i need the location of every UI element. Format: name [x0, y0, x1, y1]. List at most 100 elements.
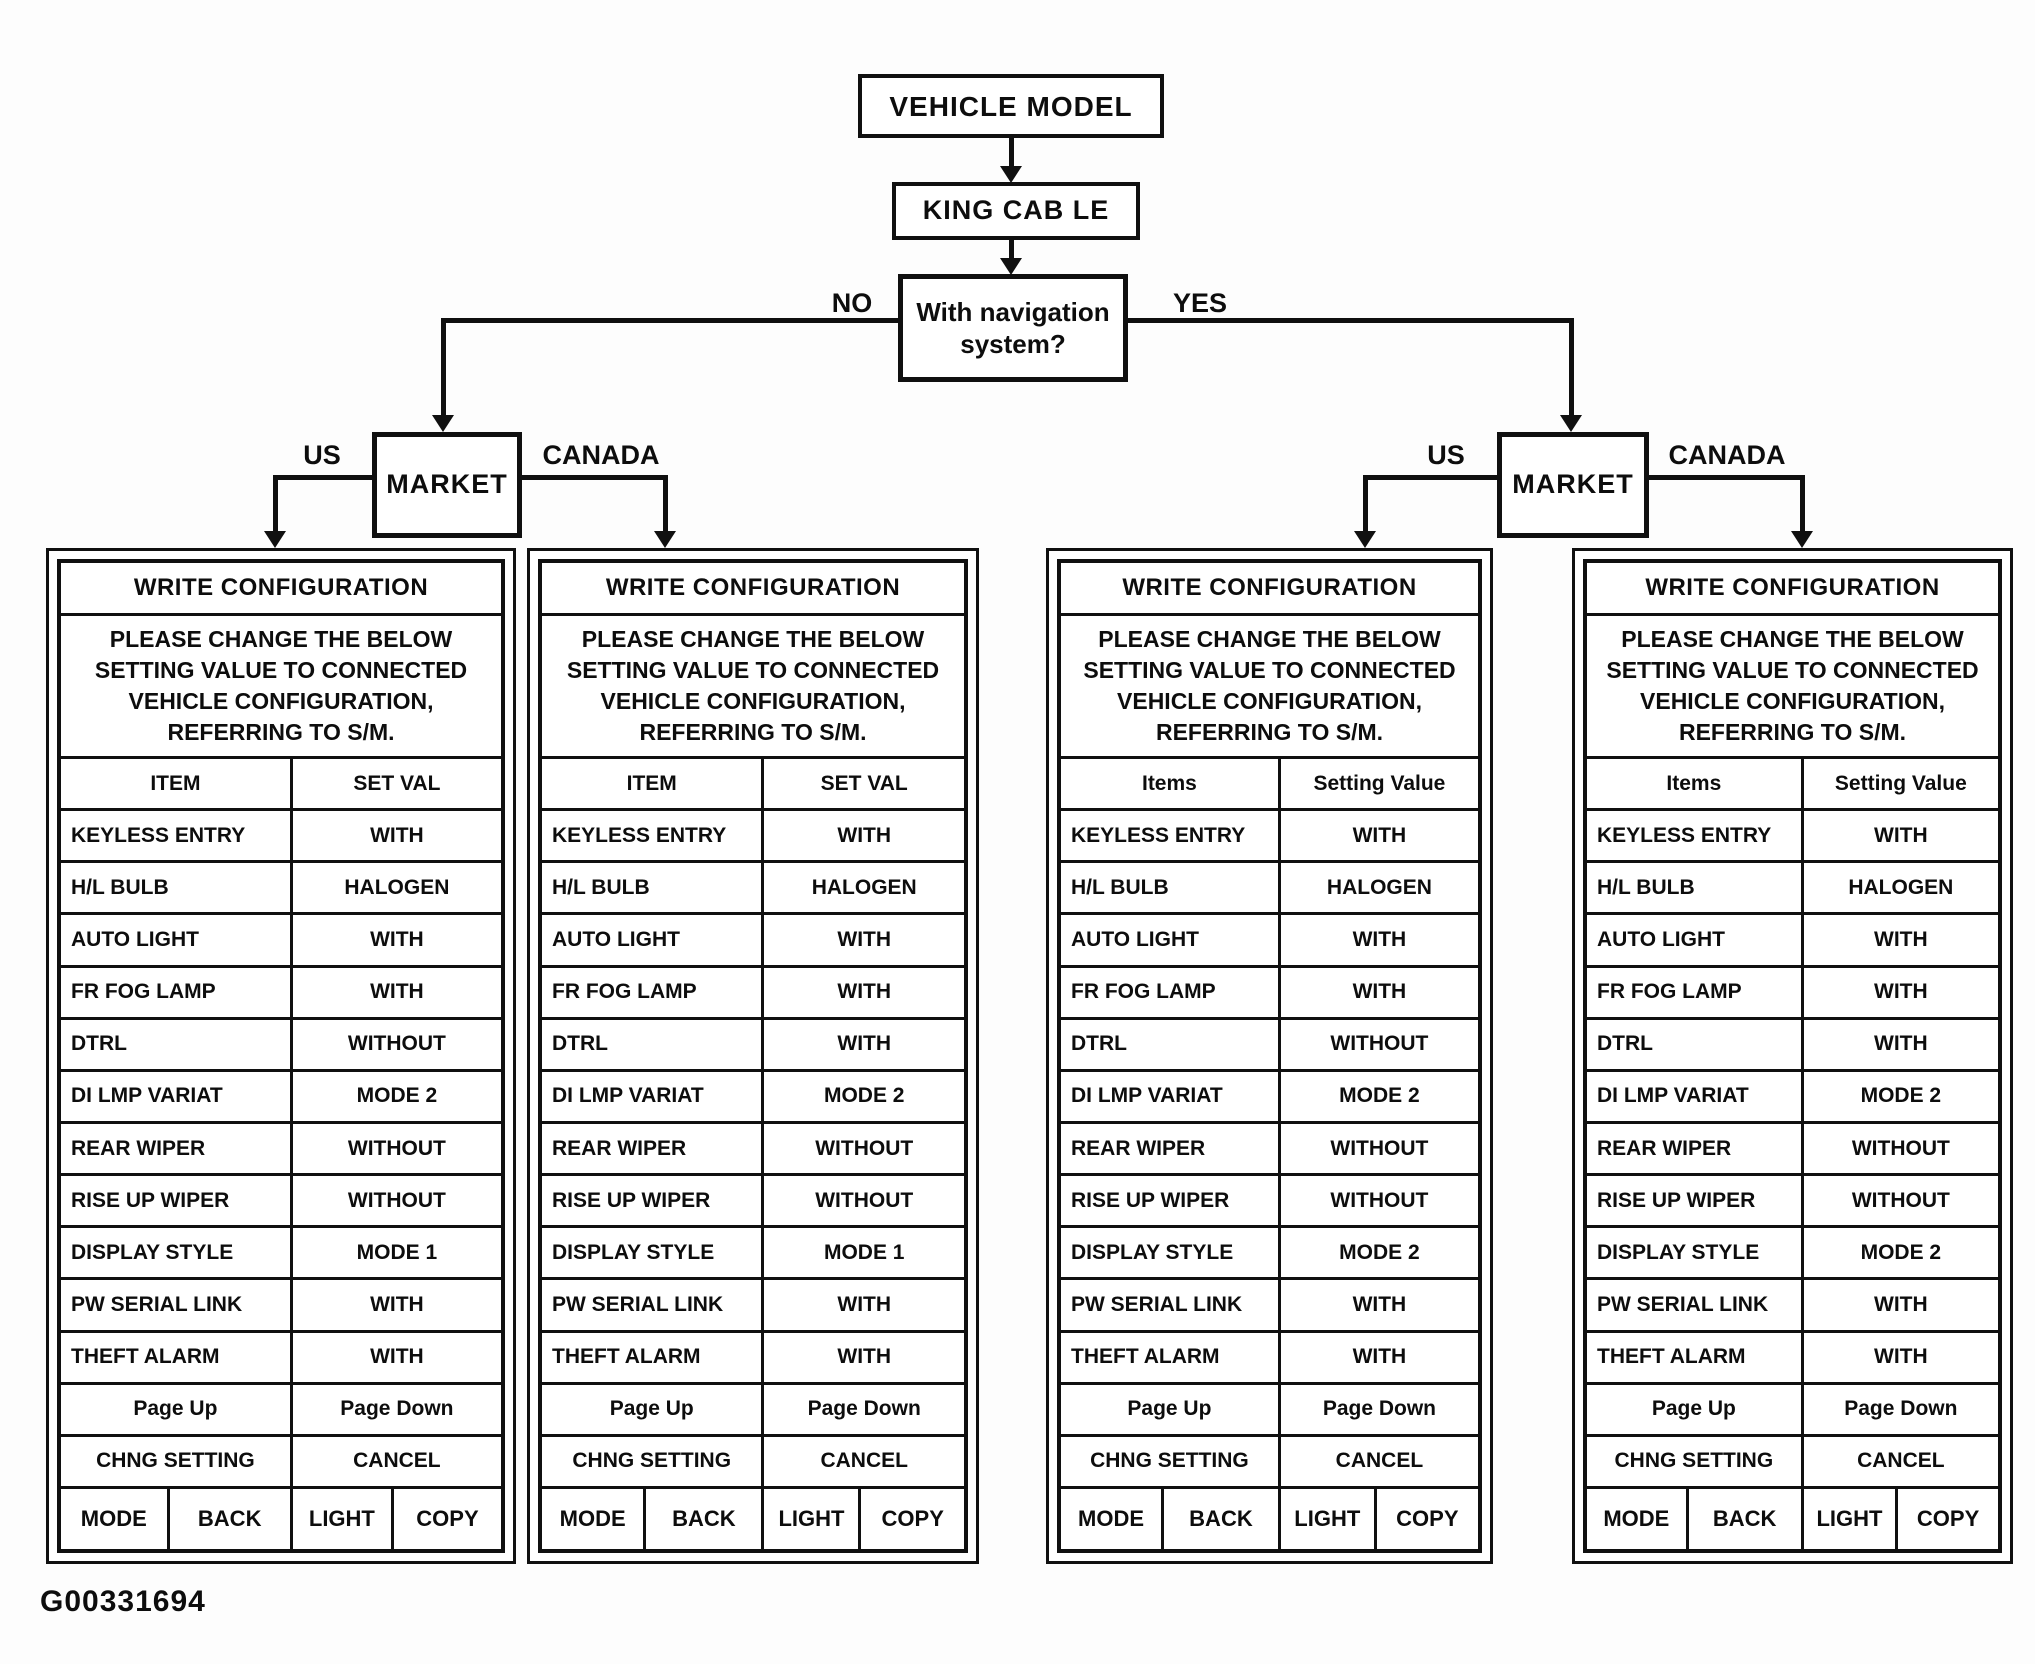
- table-row: DI LMP VARIAT MODE 2: [542, 1071, 964, 1124]
- setting-item-value: WITH: [1277, 915, 1478, 965]
- setting-item-label: FR FOG LAMP: [552, 980, 697, 1004]
- canada-branch-label-right: CANADA: [1668, 440, 1786, 470]
- chng-setting-button[interactable]: CHNG SETTING: [1614, 1449, 1774, 1473]
- cancel-button[interactable]: CANCEL: [1800, 1436, 1998, 1486]
- chng-setting-button[interactable]: CHNG SETTING: [1090, 1449, 1249, 1473]
- setting-item-value: MODE 2: [1277, 1071, 1478, 1121]
- copy-button[interactable]: COPY: [858, 1488, 964, 1549]
- cancel-button[interactable]: CANCEL: [761, 1436, 964, 1486]
- page-down-button[interactable]: Page Down: [761, 1384, 964, 1434]
- setting-item-value: MODE 2: [1800, 1071, 1998, 1121]
- setting-item-label: REAR WIPER: [71, 1136, 206, 1160]
- connector-left-canada-h: [522, 475, 668, 480]
- mode-button[interactable]: MODE: [80, 1505, 147, 1531]
- page-down-button[interactable]: Page Down: [1800, 1384, 1998, 1434]
- page-up-button[interactable]: Page Up: [1651, 1397, 1736, 1421]
- light-button[interactable]: LIGHT: [289, 1488, 391, 1549]
- table-row: DTRL WITHOUT: [1061, 1019, 1478, 1072]
- connector-right-us-h: [1363, 475, 1497, 480]
- setting-item-value: WITHOUT: [1277, 1019, 1478, 1069]
- page-up-button[interactable]: Page Up: [609, 1397, 694, 1421]
- column-header-item: Items: [1666, 771, 1722, 795]
- copy-button[interactable]: COPY: [1895, 1488, 1998, 1549]
- table-row: FR FOG LAMP WITH: [61, 967, 501, 1020]
- chng-setting-button[interactable]: CHNG SETTING: [572, 1449, 732, 1473]
- mode-button[interactable]: MODE: [1603, 1505, 1670, 1531]
- column-header-item: Items: [1141, 771, 1197, 795]
- setting-item-label: REAR WIPER: [1071, 1136, 1206, 1160]
- setting-item-value: WITHOUT: [761, 1176, 964, 1226]
- setting-item-label: KEYLESS ENTRY: [552, 823, 727, 847]
- setting-item-label: RISE UP WIPER: [1071, 1188, 1230, 1212]
- panel-nav-canada: WRITE CONFIGURATION PLEASE CHANGE THE BE…: [1572, 548, 2013, 1564]
- page-down-button[interactable]: Page Down: [289, 1384, 501, 1434]
- table-row: DI LMP VARIAT MODE 2: [61, 1071, 501, 1124]
- table-row: KEYLESS ENTRY WITH: [1061, 811, 1478, 864]
- setting-item-value: MODE 2: [761, 1071, 964, 1121]
- setting-item-label: DI LMP VARIAT: [1597, 1084, 1749, 1108]
- back-button[interactable]: BACK: [166, 1488, 290, 1549]
- table-row: PW SERIAL LINK WITH: [61, 1280, 501, 1333]
- mode-button[interactable]: MODE: [1078, 1505, 1145, 1531]
- page-up-button[interactable]: Page Up: [1127, 1397, 1212, 1421]
- table-header-row: Items Setting Value: [1587, 759, 1998, 812]
- setting-item-value: WITHOUT: [1800, 1123, 1998, 1174]
- setting-item-label: FR FOG LAMP: [1597, 980, 1742, 1004]
- light-button[interactable]: LIGHT: [761, 1488, 858, 1549]
- connector-yes-h: [1128, 318, 1574, 323]
- arrow-down-icon: [654, 531, 676, 548]
- setting-item-label: H/L BULB: [1597, 875, 1695, 899]
- setting-item-value: WITH: [1277, 811, 1478, 861]
- table-header-row: ITEM SET VAL: [542, 759, 964, 812]
- cancel-button[interactable]: CANCEL: [289, 1436, 501, 1486]
- light-button[interactable]: LIGHT: [1800, 1488, 1896, 1549]
- setting-item-label: DISPLAY STYLE: [71, 1240, 234, 1264]
- pager-row: Page Up Page Down: [1061, 1384, 1478, 1437]
- copy-button[interactable]: COPY: [390, 1488, 501, 1549]
- table-row: AUTO LIGHT WITH: [1061, 915, 1478, 968]
- panel-no-nav-us: WRITE CONFIGURATION PLEASE CHANGE THE BE…: [46, 548, 516, 1564]
- copy-button[interactable]: COPY: [1373, 1488, 1478, 1549]
- table-row: H/L BULB HALOGEN: [61, 863, 501, 916]
- figure-id-label: G00331694: [40, 1585, 206, 1618]
- setting-item-value: WITH: [289, 915, 501, 965]
- setting-item-value: WITH: [761, 967, 964, 1017]
- setting-item-value: HALOGEN: [1277, 863, 1478, 913]
- setting-item-value: WITHOUT: [289, 1123, 501, 1174]
- setting-item-value: WITH: [1800, 967, 1998, 1017]
- column-header-item: ITEM: [626, 771, 677, 795]
- page-up-button[interactable]: Page Up: [133, 1397, 218, 1421]
- light-button[interactable]: LIGHT: [1277, 1488, 1374, 1549]
- setting-item-value: WITH: [1800, 1280, 1998, 1330]
- panel-title: WRITE CONFIGURATION: [1061, 563, 1478, 616]
- panel-title: WRITE CONFIGURATION: [61, 563, 501, 616]
- chng-setting-button[interactable]: CHNG SETTING: [96, 1449, 255, 1473]
- back-button[interactable]: BACK: [1161, 1488, 1278, 1549]
- us-branch-label-right: US: [1427, 440, 1465, 470]
- arrow-down-icon: [1000, 166, 1022, 183]
- setting-item-label: AUTO LIGHT: [1071, 927, 1199, 951]
- back-button[interactable]: BACK: [643, 1488, 761, 1549]
- column-header-value: SET VAL: [289, 759, 501, 809]
- setting-item-label: THEFT ALARM: [1597, 1345, 1746, 1369]
- cancel-button[interactable]: CANCEL: [1277, 1436, 1478, 1486]
- us-branch-label-left: US: [303, 440, 341, 470]
- setting-item-value: WITHOUT: [761, 1123, 964, 1174]
- setting-item-value: WITH: [1277, 967, 1478, 1017]
- table-row: REAR WIPER WITHOUT: [61, 1123, 501, 1177]
- table-header-row: ITEM SET VAL: [61, 759, 501, 812]
- arrow-down-icon: [1000, 258, 1022, 275]
- table-row: H/L BULB HALOGEN: [1587, 863, 1998, 916]
- mode-button[interactable]: MODE: [559, 1505, 626, 1531]
- setting-item-value: WITH: [1800, 811, 1998, 861]
- page-down-button[interactable]: Page Down: [1277, 1384, 1478, 1434]
- market-box-left: MARKET: [372, 432, 522, 538]
- back-button[interactable]: BACK: [1685, 1488, 1801, 1549]
- table-row: DISPLAY STYLE MODE 2: [1061, 1228, 1478, 1281]
- panel-title: WRITE CONFIGURATION: [542, 563, 964, 616]
- setting-item-value: WITH: [289, 1332, 501, 1382]
- table-row: H/L BULB HALOGEN: [1061, 863, 1478, 916]
- footer-row: MODE BACK LIGHT COPY: [1061, 1488, 1478, 1549]
- king-cab-le-box: KING CAB LE: [892, 182, 1140, 240]
- setting-item-label: DI LMP VARIAT: [552, 1084, 704, 1108]
